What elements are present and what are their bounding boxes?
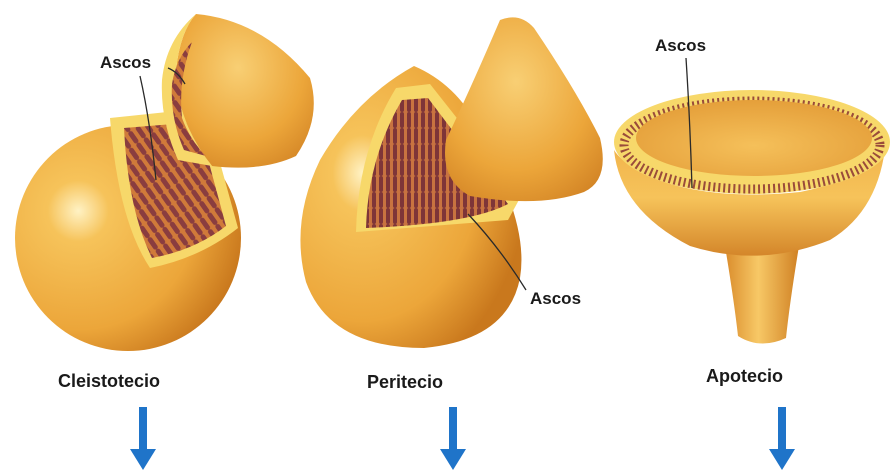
down-arrow-icon <box>440 407 466 470</box>
apotecio-stalk <box>724 240 800 344</box>
peritecio-name: Peritecio <box>367 372 443 392</box>
cleistotecio-ascos-label: Ascos <box>100 53 151 72</box>
peritecio-ascos-label: Ascos <box>530 289 581 308</box>
peritecio-cap <box>445 17 603 201</box>
apotecio-ascos-label: Ascos <box>655 36 706 55</box>
cleistotecio-figure: Ascos Cleistotecio <box>15 14 314 470</box>
down-arrow-icon <box>769 407 795 470</box>
cleistotecio-name: Cleistotecio <box>58 371 160 391</box>
apotecio-figure: Ascos Apotecio <box>614 36 890 470</box>
apotecio-cup-inside <box>636 100 872 176</box>
down-arrow-icon <box>130 407 156 470</box>
peritecio-figure: Ascos Peritecio <box>300 17 602 470</box>
apotecio-name: Apotecio <box>706 366 783 386</box>
